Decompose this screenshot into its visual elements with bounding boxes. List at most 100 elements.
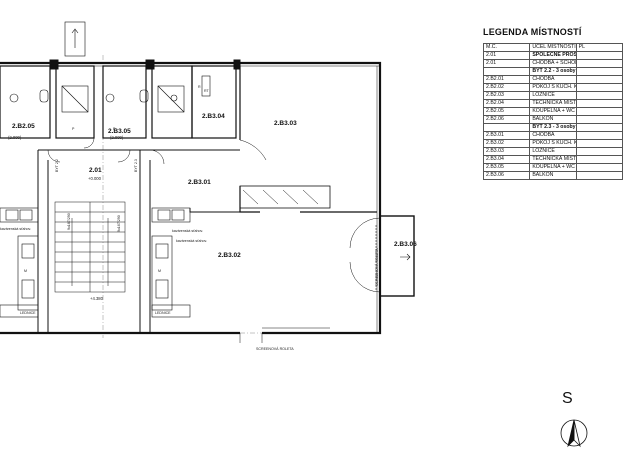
roller-balcony-label: SCREENOVÁ ROLETA — [375, 248, 379, 286]
mark-rt: RT — [204, 89, 210, 93]
north-arrow-icon — [560, 419, 588, 448]
legend-room-name: LOŽNICE — [529, 91, 577, 100]
legend-area — [575, 91, 623, 100]
legend-area — [575, 139, 623, 148]
room-label-b3-02: 2.B3.02 — [218, 252, 241, 259]
legend-room-name: TECHNICKÁ MÍSTNOST — [529, 99, 577, 108]
level-bath-1: (2.000) — [8, 135, 22, 140]
level-stair: +4.380 — [90, 296, 104, 301]
legend-area — [575, 99, 623, 108]
room-label-b3-01: 2.B3.01 — [188, 179, 211, 186]
legend-room-name: KOUPELNA + WC — [529, 163, 577, 172]
legend-header-area: PL — [575, 43, 623, 52]
legend-area — [575, 123, 623, 132]
legend-area — [575, 163, 623, 172]
legend-room-name: BYT 2.3 - 3 osoby — [529, 123, 577, 132]
legend-code: 2.01 — [482, 51, 531, 60]
legend-code: 2.B3.06 — [482, 171, 531, 180]
legend-area — [575, 83, 623, 92]
legend-code: 2.B2.02 — [482, 83, 531, 92]
legend-room-name: CHODBA — [529, 75, 577, 84]
level-bath-2: (2.000) — [110, 135, 124, 140]
legend-code: 2.B2.04 — [482, 99, 531, 108]
legend-room-name: LOŽNICE — [529, 147, 577, 156]
legend-code: 2.B3.05 — [482, 163, 531, 172]
legend-area — [575, 51, 623, 60]
stair-left-label: 9x167/290 — [67, 213, 71, 230]
legend-room-name: BALKÓN — [529, 115, 577, 124]
legend-room-name: KOUPELNA + WC — [529, 107, 577, 116]
vent-shaft — [64, 21, 86, 57]
byt-22-label: BYT 2.2 — [55, 159, 59, 172]
fridge-label-1: LEDNICE — [20, 311, 36, 315]
legend-code: 2.B3.03 — [482, 147, 531, 156]
mark-m1: M — [24, 269, 27, 273]
roller-bottom-label: SCREENOVÁ ROLETA — [256, 347, 294, 351]
note-2: kavárenská sťahov. — [176, 239, 207, 243]
legend-area — [575, 67, 623, 76]
legend-code: 2.B2.05 — [482, 107, 531, 116]
legend-header-row: M.Č. ÚČEL MÍSTNOSTI PL — [482, 43, 623, 52]
legend-title: LEGENDA MÍSTNOSTÍ — [483, 27, 582, 37]
legend-code — [482, 67, 531, 76]
legend-header-code: M.Č. — [482, 43, 531, 52]
legend-area — [575, 155, 623, 164]
legend-section-row: BYT 2.2 - 3 osoby — [482, 67, 623, 76]
level-main: +0.000 — [88, 176, 102, 181]
room-label-b3-04: 2.B3.04 — [202, 113, 225, 120]
stair-right-label: 9x167/290 — [117, 215, 121, 232]
legend-area — [575, 59, 623, 68]
room-label-b3-03: 2.B3.03 — [274, 120, 297, 127]
legend-room-name: BYT 2.2 - 3 osoby — [529, 67, 577, 76]
mark-p1: P — [72, 127, 75, 131]
legend-area — [575, 171, 623, 180]
legend-code: 2.B2.06 — [482, 115, 531, 124]
legend-area — [575, 131, 623, 140]
exterior-wall — [0, 61, 382, 335]
room-label-b2-05: 2.B2.05 — [12, 123, 35, 130]
legend-code: 2.01 — [482, 59, 531, 68]
mark-m2: M — [158, 269, 161, 273]
legend-area — [575, 147, 623, 156]
legend-room-name: TECHNICKÁ MÍSTNOST — [529, 155, 577, 164]
legend-area — [575, 107, 623, 116]
legend-section-row: BYT 2.3 - 3 osoby — [482, 123, 623, 132]
legend-room-name: POKOJ S KUCH. KOUTEM — [529, 139, 577, 148]
orientation-letter: S — [562, 390, 573, 407]
legend-room-name: BALKÓN — [529, 171, 577, 180]
legend-room-name: POKOJ S KUCH. KOUTEM — [529, 83, 577, 92]
legend-code: 2.B3.04 — [482, 155, 531, 164]
room-label-b3-06: 2.B3.06 — [394, 241, 417, 248]
room-label-b3-05: 2.B3.05 — [108, 128, 131, 135]
legend-room-name: CHODBA + SCHODIŠTĚ — [529, 59, 577, 68]
legend-code: 2.B2.03 — [482, 91, 531, 100]
legend-code: 2.B3.02 — [482, 139, 531, 148]
room-legend: LEGENDA MÍSTNOSTÍ M.Č. ÚČEL MÍSTNOSTI PL… — [482, 27, 623, 180]
mark-p2: P — [113, 127, 116, 131]
legend-header-name: ÚČEL MÍSTNOSTI — [529, 43, 577, 52]
byt-23-label: BYT 2.3 — [134, 159, 138, 172]
note-1: kavárenská sťahov. — [0, 227, 31, 231]
legend-room-name: CHODBA — [529, 131, 577, 140]
note-3: kavárenská sťahov. — [172, 229, 203, 233]
legend-code: 2.B2.01 — [482, 75, 531, 84]
legend-code — [482, 123, 531, 132]
legend-area — [575, 115, 623, 124]
legend-code: 2.B3.01 — [482, 131, 531, 140]
legend-area — [575, 75, 623, 84]
